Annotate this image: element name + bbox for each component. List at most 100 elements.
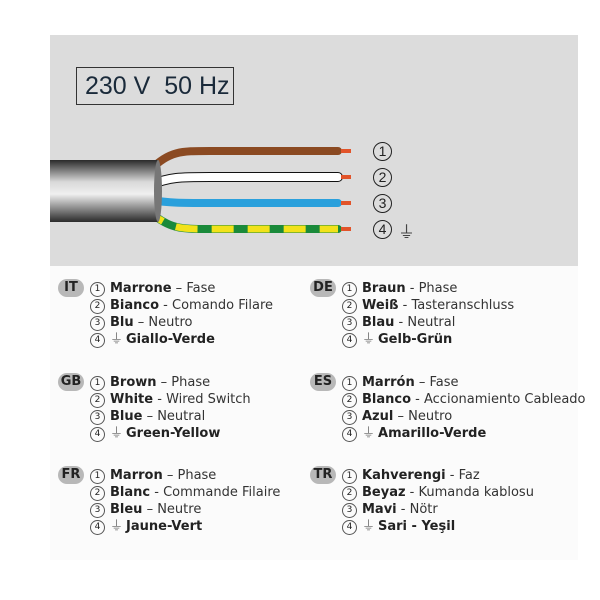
wire-color: Blanco [362, 392, 412, 407]
legend-item: 4 ⏚Green-Yellow [90, 425, 220, 442]
wire-color: White [110, 392, 154, 407]
number-icon: 3 [342, 503, 357, 518]
wire-2 [146, 173, 342, 189]
legend-item: 4 ⏚Jaune-Vert [90, 518, 202, 535]
legend-panel [50, 266, 578, 560]
separator: – [133, 315, 149, 330]
wire-color: Beyaz [362, 485, 406, 500]
wire-color: Kahverengi [362, 468, 446, 483]
wire-function: Neutral [407, 315, 456, 330]
separator: - [411, 392, 424, 407]
wire-color: Marrone [110, 281, 172, 296]
separator: - [405, 485, 419, 500]
legend-item: 2 White - Wired Switch [90, 391, 251, 408]
number-icon: 2 [90, 393, 105, 408]
wire-function: Accionamiento Cableado [424, 392, 586, 407]
number-icon: 1 [342, 469, 357, 484]
separator: – [142, 409, 158, 424]
number-icon: 3 [90, 410, 105, 425]
wire-color: Bianco [110, 298, 160, 313]
language-badge: TR [310, 466, 336, 484]
wire-function: Kumanda kablosu [418, 485, 534, 500]
separator: - [398, 298, 412, 313]
wire-function: Faz [458, 468, 480, 483]
language-badge: DE [310, 279, 336, 297]
wire-color: Mavi [362, 502, 397, 517]
language-badge: ES [310, 373, 336, 391]
number-icon: 1 [90, 469, 105, 484]
number-icon: 3 [342, 316, 357, 331]
earth-icon: ⏚ [362, 332, 376, 347]
wire-function: Neutro [408, 409, 453, 424]
separator: – [171, 281, 187, 296]
wire-color: Sari - Yeşil [378, 519, 456, 534]
earth-icon: ⏚ [110, 426, 124, 441]
wire-1 [146, 147, 342, 174]
wire-color: Blau [362, 315, 395, 330]
earth-icon: ⏚ [362, 519, 376, 534]
wire-function: Phase [418, 281, 458, 296]
separator: - [405, 281, 419, 296]
earth-icon: ⏚ [110, 332, 124, 347]
number-icon: 4 [90, 427, 105, 442]
number-icon: 3 [90, 503, 105, 518]
legend-item: 4 ⏚Sari - Yeşil [342, 518, 455, 535]
wire-function: Fase [429, 375, 459, 390]
wire-function: Fase [186, 281, 216, 296]
language-badge: GB [58, 373, 84, 391]
separator: - [153, 392, 167, 407]
wire-tip [341, 175, 351, 179]
wire-color: Brown [110, 375, 157, 390]
legend-item: 4 ⏚Gelb-Grün [342, 331, 452, 348]
separator: – [156, 375, 172, 390]
wire-function: Neutral [157, 409, 206, 424]
wire-function: Comando Filare [172, 298, 274, 313]
number-icon: 1 [342, 282, 357, 297]
cable-sheath [50, 160, 158, 222]
wire-tip [341, 227, 351, 231]
legend-item: 1 Marrón – Fase [342, 374, 459, 391]
legend-item: 2 Beyaz - Kumanda kablosu [342, 484, 534, 501]
wire-color: Gelb-Grün [378, 332, 453, 347]
wire-number-1: 1 [373, 142, 392, 161]
number-icon: 4 [342, 520, 357, 535]
wire-function: Wired Switch [166, 392, 251, 407]
number-icon: 3 [90, 316, 105, 331]
number-icon: 3 [342, 410, 357, 425]
wire-color: Jaune-Vert [126, 519, 203, 534]
wire-function: Phase [171, 375, 211, 390]
wire-3 [146, 196, 342, 207]
legend-item: 4⏚Amarillo-Verde [342, 425, 486, 442]
separator: – [162, 468, 178, 483]
wire-color: Marrón [362, 375, 415, 390]
number-icon: 1 [342, 376, 357, 391]
wire-tip [341, 201, 351, 205]
wire-color: Green-Yellow [126, 426, 221, 441]
wire-number-4: 4 [373, 220, 392, 239]
cable-illustration [50, 147, 351, 233]
earth-icon: ⏚ [110, 519, 124, 534]
number-icon: 4 [342, 333, 357, 348]
number-icon: 4 [342, 427, 357, 442]
wire-number-3: 3 [373, 194, 392, 213]
number-icon: 2 [90, 486, 105, 501]
wire-color: Weiß [362, 298, 399, 313]
separator: - [150, 485, 164, 500]
number-icon: 2 [342, 486, 357, 501]
number-icon: 4 [90, 520, 105, 535]
separator: - [159, 298, 172, 313]
separator: – [414, 375, 430, 390]
language-badge: FR [58, 466, 84, 484]
separator: – [393, 409, 409, 424]
number-icon: 1 [90, 282, 105, 297]
